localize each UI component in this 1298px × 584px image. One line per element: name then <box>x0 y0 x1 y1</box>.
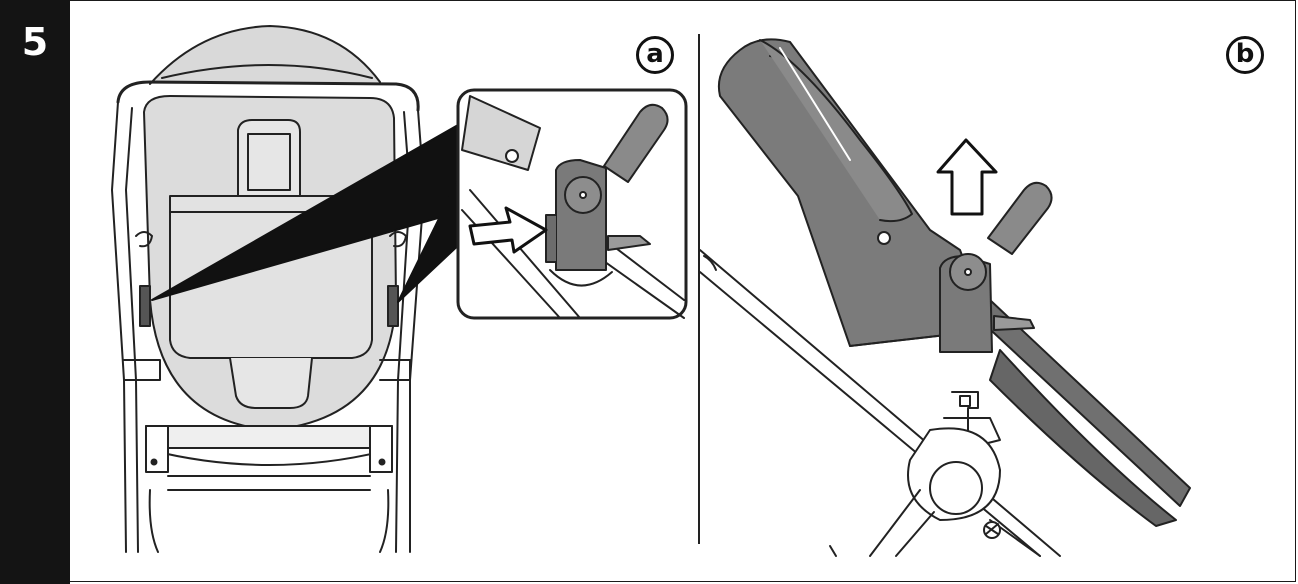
zoom-inset <box>456 88 688 320</box>
stroller-rear-view <box>111 25 425 553</box>
step-bar: 5 <box>0 0 70 584</box>
stroller-side-view <box>699 38 1191 557</box>
step-number: 5 <box>21 20 49 64</box>
panel-label-a: a <box>636 36 674 74</box>
lift-up-arrow-icon <box>936 138 998 216</box>
panel-divider <box>698 34 700 544</box>
illustration <box>111 25 1191 557</box>
panel-label-b: b <box>1226 36 1264 74</box>
push-arrow-icon <box>468 206 548 254</box>
